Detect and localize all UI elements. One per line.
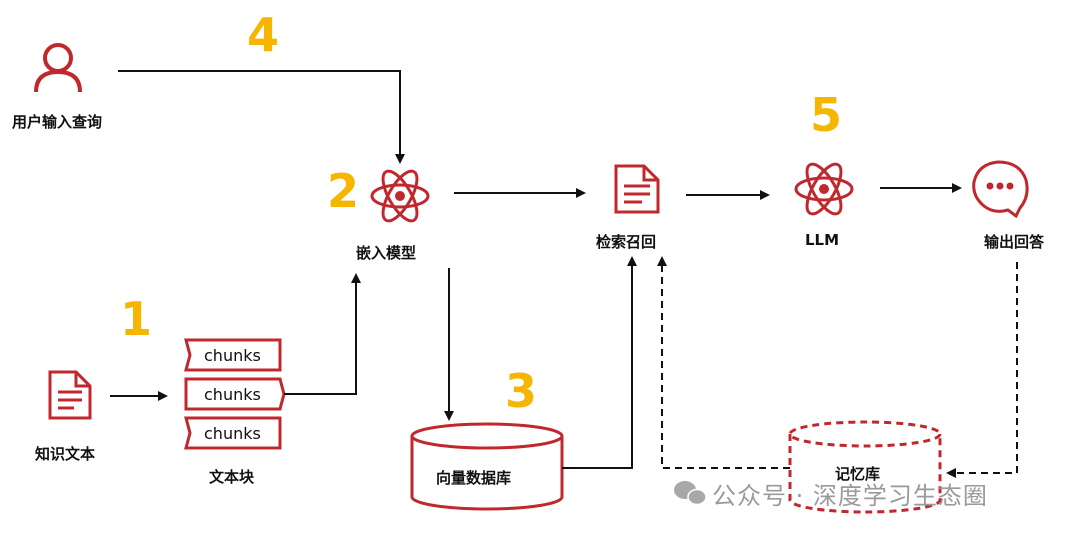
label-retrieval: 检索召回	[596, 233, 657, 251]
llm-atom-icon	[794, 162, 854, 216]
step-number-4: 4	[247, 8, 280, 62]
step-number-5: 5	[810, 88, 843, 142]
chunk-label-1: chunks	[204, 346, 261, 365]
chunk-box-3	[184, 416, 282, 450]
chunk-boxes	[184, 338, 286, 450]
label-memory-db: 记忆库	[835, 465, 881, 483]
arrow-memory-to-retrieval	[657, 256, 790, 469]
chunk-label-2: chunks	[204, 385, 261, 404]
knowledge-document-icon	[48, 370, 92, 420]
step-number-1: 1	[120, 292, 153, 346]
chunk-box-1	[184, 338, 282, 372]
label-user-query: 用户输入查询	[12, 113, 103, 131]
label-vector-db: 向量数据库	[436, 469, 512, 487]
chunk-label-3: chunks	[204, 424, 261, 443]
step-number-2: 2	[327, 164, 360, 218]
arrow-output-to-memory	[946, 262, 1018, 478]
chunk-box-2	[184, 377, 286, 411]
label-output: 输出回答	[984, 233, 1045, 251]
step-number-3: 3	[505, 364, 538, 418]
arrow-chunks-to-embed	[284, 273, 361, 395]
label-text-chunks: 文本块	[209, 468, 255, 486]
chat-bubble-icon	[972, 160, 1029, 219]
user-icon	[34, 43, 82, 93]
connectors	[110, 70, 962, 469]
vector-db-cylinder	[410, 422, 564, 511]
label-embed-model: 嵌入模型	[356, 244, 417, 262]
watermark-text: 公众号 · 深度学习生态圈	[712, 482, 988, 510]
label-llm: LLM	[805, 231, 840, 249]
dashed-connectors	[657, 256, 1018, 478]
document-icon	[614, 164, 660, 214]
label-knowledge-text: 知识文本	[35, 445, 96, 463]
arrow-user-to-embed	[118, 70, 405, 164]
atom-icon	[370, 169, 430, 223]
arrow-vectordb-to-retrieval	[562, 256, 637, 469]
wechat-logo-icon	[674, 481, 707, 506]
memory-db-cylinder	[788, 420, 942, 514]
